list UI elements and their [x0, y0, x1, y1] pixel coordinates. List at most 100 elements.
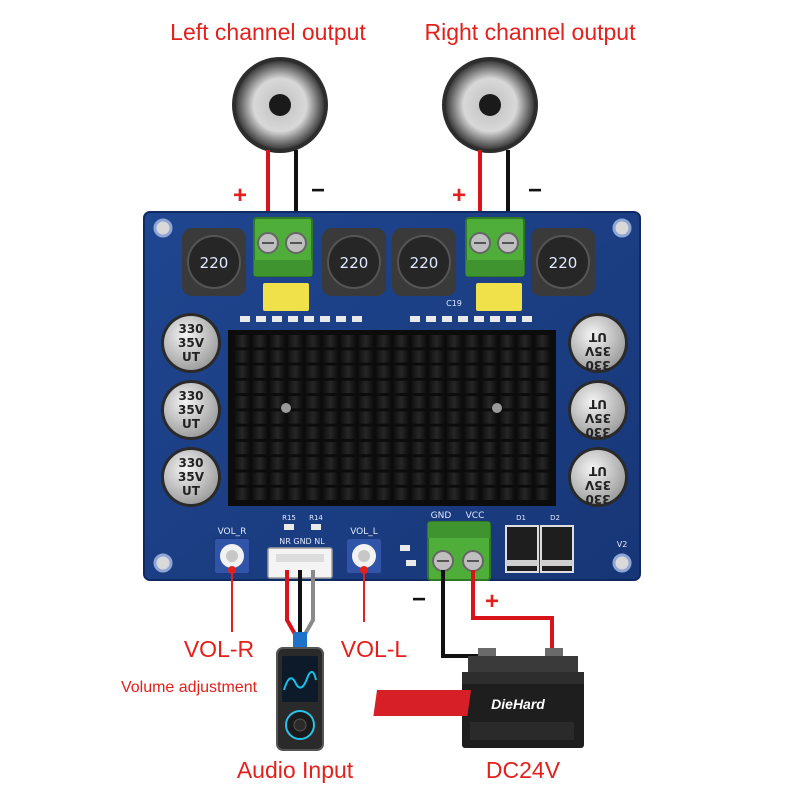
- heatsink-fin: [517, 472, 533, 485]
- heatsink-fin: [235, 396, 250, 409]
- mounting-hole-icon: [153, 218, 632, 573]
- heatsink-fin: [323, 411, 338, 424]
- svg-text:330: 330: [178, 389, 203, 403]
- heatsink-fin: [447, 335, 462, 348]
- heatsink-fin: [447, 411, 462, 424]
- heatsink-fin: [288, 441, 303, 455]
- heatsink-fin: [500, 487, 515, 500]
- audio-plug: [293, 632, 307, 648]
- heatsink-fin: [270, 472, 285, 485]
- heatsink-fin: [517, 457, 533, 470]
- heatsink-fin: [464, 380, 480, 394]
- svg-text:330: 330: [585, 492, 610, 506]
- battery-brand: DieHard: [491, 696, 545, 712]
- heatsink-fin: [358, 487, 374, 500]
- heatsink-fin: [288, 426, 303, 439]
- left-channel-output-label: Left channel output: [170, 19, 366, 45]
- heatsink-fin: [341, 441, 356, 455]
- heatsink-fin: [358, 441, 374, 455]
- power-minus-label: −: [412, 586, 426, 613]
- heatsink-fin: [270, 441, 285, 455]
- heatsink-fin: [447, 396, 462, 409]
- heatsink-fin: [323, 350, 338, 363]
- audio-red-wire: [285, 570, 298, 637]
- inductor-icon: 220: [182, 228, 246, 296]
- heatsink-fin: [341, 365, 356, 378]
- heatsink-fin: [323, 426, 338, 439]
- svg-text:35V: 35V: [584, 344, 611, 358]
- heatsink-fin: [376, 365, 391, 378]
- vol-l-pointer-dot: [360, 566, 368, 574]
- heatsink-fin: [235, 380, 250, 394]
- heatsink-fin: [252, 380, 268, 394]
- resistor-r15: [284, 524, 294, 530]
- amplifier-board: 220 220 220 220: [143, 211, 641, 581]
- diode-icon: [505, 525, 539, 573]
- heatsink-fin: [252, 487, 268, 500]
- heatsink-fin: [500, 457, 515, 470]
- heatsink-fin: [270, 365, 285, 378]
- heatsink-fin: [305, 487, 321, 500]
- heatsink-fin: [376, 487, 391, 500]
- heatsink-fin: [235, 350, 250, 363]
- heatsink-fin: [341, 350, 356, 363]
- heatsink-fin: [429, 380, 444, 394]
- heatsink-fin: [376, 335, 391, 348]
- heatsink-fin: [323, 396, 338, 409]
- heatsink-fin: [305, 472, 321, 485]
- heatsink-fin: [411, 441, 427, 455]
- heatsink-fin: [429, 365, 444, 378]
- heatsink-fin: [482, 426, 497, 439]
- film-capacitor-left: [263, 283, 309, 311]
- heatsink-fin: [323, 472, 338, 485]
- heatsink-fin: [482, 350, 497, 363]
- vol-r-label: VOL-R: [184, 636, 254, 662]
- heatsink-fin: [429, 396, 444, 409]
- heatsink-fin: [394, 396, 409, 409]
- heatsink-fin: [270, 396, 285, 409]
- heatsink-fin: [482, 365, 497, 378]
- heatsink-fin: [394, 350, 409, 363]
- heatsink-fin: [535, 365, 550, 378]
- left-plus-label: +: [233, 182, 247, 209]
- heatsink-fin: [235, 365, 250, 378]
- heatsink-fin: [252, 426, 268, 439]
- smd-components: [240, 316, 532, 322]
- heatsink-fin: [517, 487, 533, 500]
- heatsink-fin: [270, 457, 285, 470]
- d1-silk: D1: [516, 514, 526, 522]
- heatsink-fin: [517, 426, 533, 439]
- heatsink-fin: [411, 380, 427, 394]
- svg-text:220: 220: [200, 254, 229, 272]
- vol-r-potentiometer[interactable]: [213, 537, 251, 575]
- capacitor-icon: 330 35V UT: [161, 313, 221, 373]
- svg-text:330: 330: [585, 425, 610, 439]
- heatsink-fin: [411, 426, 427, 439]
- heatsink-fin: [376, 411, 391, 424]
- heatsink-fin: [235, 426, 250, 439]
- inductor-icon: 220: [392, 228, 456, 296]
- c19-silk: C19: [446, 299, 462, 308]
- heatsink-fin: [323, 335, 338, 348]
- heatsink-fin: [341, 396, 356, 409]
- svg-text:35V: 35V: [584, 478, 611, 492]
- heatsink-fin: [358, 350, 374, 363]
- heatsink-fin: [429, 350, 444, 363]
- heatsink-fin: [464, 441, 480, 455]
- heatsink-fin: [341, 335, 356, 348]
- heatsink-fin: [411, 487, 427, 500]
- capacitor-icon: 330 35V UT: [568, 380, 628, 440]
- heatsink-fin: [482, 457, 497, 470]
- heatsink-fin: [358, 426, 374, 439]
- heatsink-fin: [305, 350, 321, 363]
- heatsink-fin: [447, 487, 462, 500]
- heatsink-fin: [376, 350, 391, 363]
- heatsink-fin: [288, 365, 303, 378]
- vol-r-silk: VOL_R: [218, 527, 247, 537]
- heatsink-fin: [464, 457, 480, 470]
- d2-silk: D2: [550, 514, 560, 522]
- svg-text:220: 220: [549, 254, 578, 272]
- heatsink-fin: [411, 411, 427, 424]
- heatsink-fin: [358, 472, 374, 485]
